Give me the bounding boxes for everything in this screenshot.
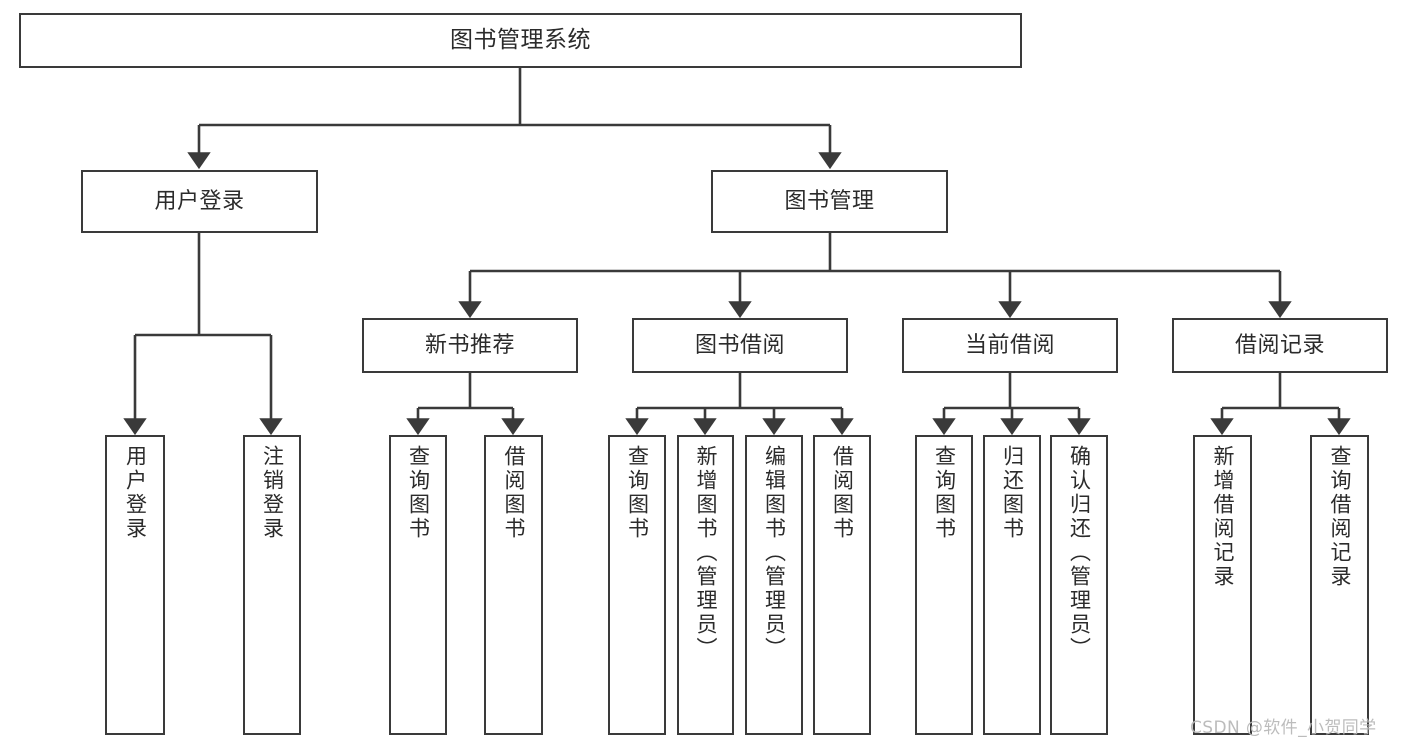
node-borrow-record-label: 借阅记录 bbox=[1234, 332, 1325, 358]
node-root-label: 图书管理系统 bbox=[450, 26, 591, 53]
leaf-add-borrow-record[interactable]: 新增借阅记录 bbox=[1193, 435, 1252, 735]
leaf-query-book-label: 查询图书 bbox=[625, 445, 650, 541]
leaf-edit-book-admin[interactable]: 编辑图书（管理员） bbox=[745, 435, 803, 735]
node-current-borrow-label: 当前借阅 bbox=[964, 332, 1055, 358]
leaf-return-book-label: 归还图书 bbox=[1000, 445, 1025, 541]
leaf-query-book-current[interactable]: 查询图书 bbox=[915, 435, 973, 735]
leaf-query-book-current-label: 查询图书 bbox=[932, 445, 957, 541]
node-new-book-recommend[interactable]: 新书推荐 bbox=[362, 318, 578, 373]
leaf-borrow-book-label: 借阅图书 bbox=[830, 445, 855, 541]
node-book-borrow[interactable]: 图书借阅 bbox=[632, 318, 848, 373]
node-book-management-label: 图书管理 bbox=[784, 188, 875, 214]
node-root[interactable]: 图书管理系统 bbox=[19, 13, 1022, 68]
leaf-query-book-recommend[interactable]: 查询图书 bbox=[389, 435, 447, 735]
node-book-management[interactable]: 图书管理 bbox=[711, 170, 948, 233]
leaf-logout-label: 注销登录 bbox=[260, 445, 285, 541]
node-new-book-recommend-label: 新书推荐 bbox=[424, 332, 515, 358]
node-current-borrow[interactable]: 当前借阅 bbox=[902, 318, 1118, 373]
leaf-user-login[interactable]: 用户登录 bbox=[105, 435, 165, 735]
leaf-query-book[interactable]: 查询图书 bbox=[608, 435, 666, 735]
node-borrow-record[interactable]: 借阅记录 bbox=[1172, 318, 1388, 373]
leaf-add-borrow-record-label: 新增借阅记录 bbox=[1211, 445, 1235, 589]
leaf-add-book-admin-label: 新增图书（管理员） bbox=[694, 445, 718, 661]
leaf-borrow-book-recommend[interactable]: 借阅图书 bbox=[484, 435, 543, 735]
leaf-borrow-book-recommend-label: 借阅图书 bbox=[502, 445, 526, 541]
leaf-user-login-label: 用户登录 bbox=[123, 445, 148, 541]
node-user-login[interactable]: 用户登录 bbox=[81, 170, 318, 233]
node-book-borrow-label: 图书借阅 bbox=[694, 332, 785, 358]
leaf-logout[interactable]: 注销登录 bbox=[243, 435, 301, 735]
leaf-edit-book-admin-label: 编辑图书（管理员） bbox=[762, 445, 787, 661]
leaf-query-borrow-record-label: 查询借阅记录 bbox=[1328, 445, 1352, 589]
leaf-confirm-return-admin-label: 确认归还（管理员） bbox=[1067, 445, 1092, 661]
leaf-query-borrow-record[interactable]: 查询借阅记录 bbox=[1310, 435, 1369, 735]
leaf-confirm-return-admin[interactable]: 确认归还（管理员） bbox=[1050, 435, 1108, 735]
leaf-return-book[interactable]: 归还图书 bbox=[983, 435, 1041, 735]
node-user-login-label: 用户登录 bbox=[154, 188, 245, 214]
leaf-query-book-recommend-label: 查询图书 bbox=[406, 445, 431, 541]
watermark: CSDN @软件_小贺同学 bbox=[1190, 718, 1377, 738]
leaf-borrow-book[interactable]: 借阅图书 bbox=[813, 435, 871, 735]
leaf-add-book-admin[interactable]: 新增图书（管理员） bbox=[677, 435, 734, 735]
